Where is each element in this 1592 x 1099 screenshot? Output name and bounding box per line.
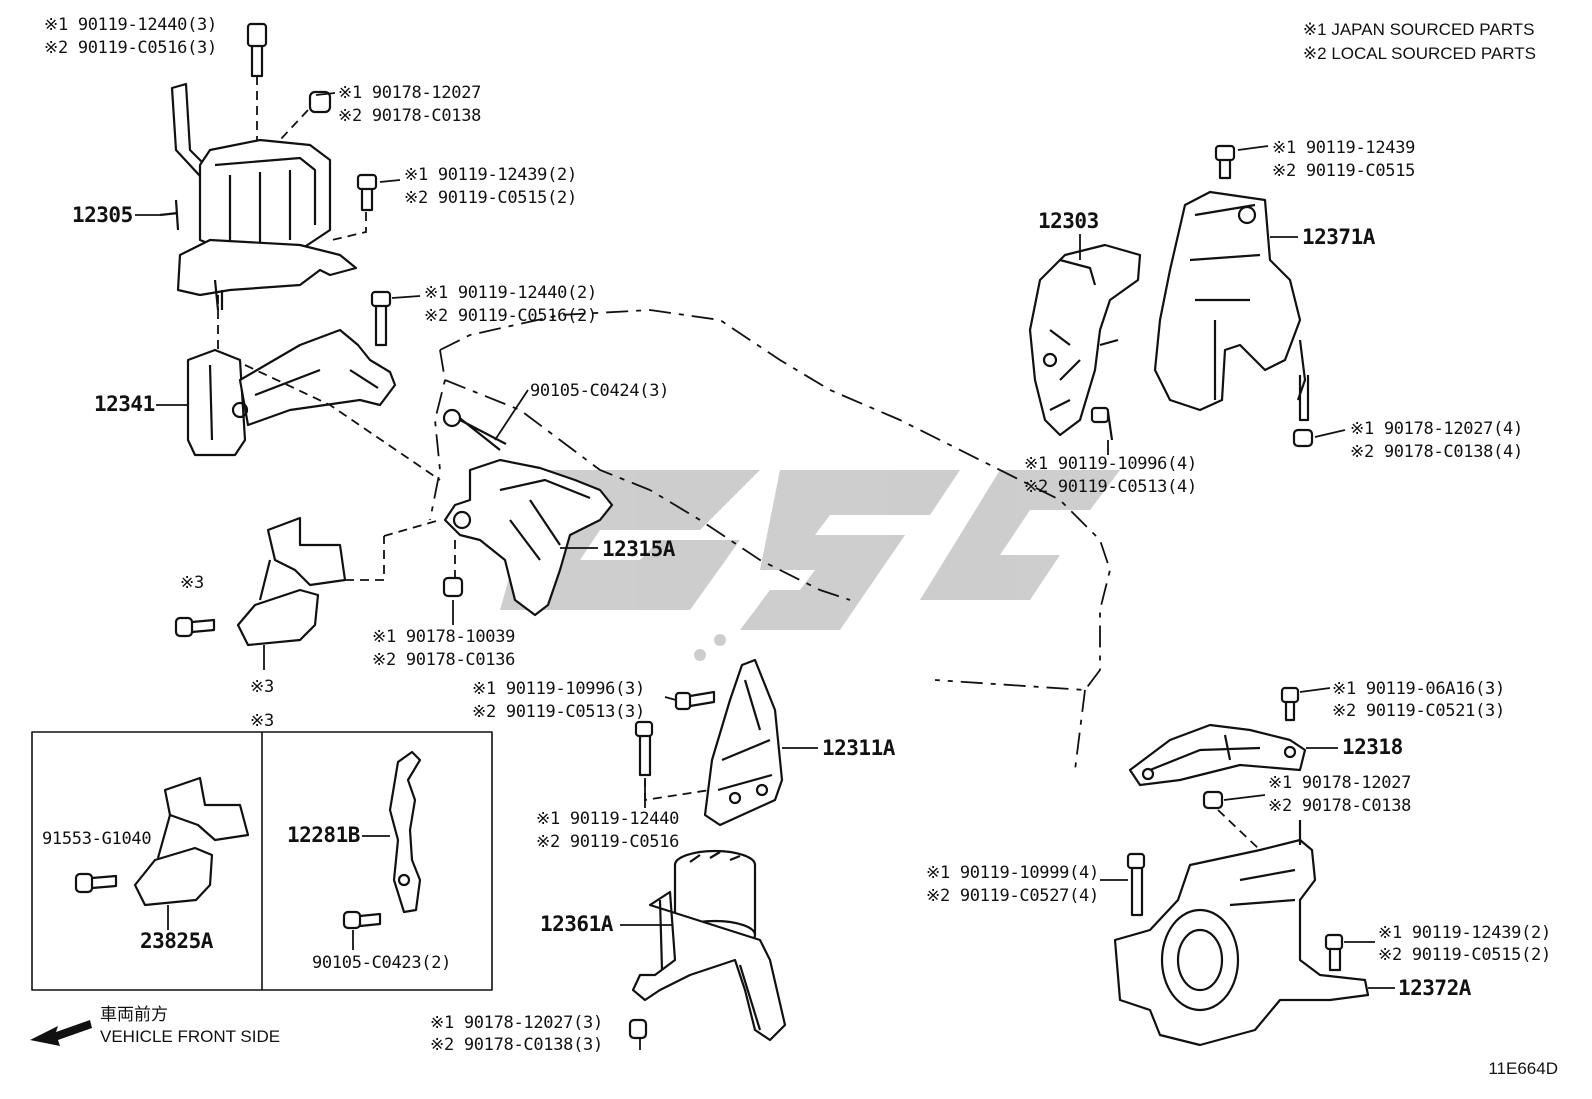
callout-bolt-11-local[interactable]: ※2 90119-C0516 <box>536 832 680 852</box>
part-label-12281B[interactable]: 12281B <box>287 823 360 847</box>
callout-bolt-4-jp[interactable]: ※1 90119-12440(2) <box>424 283 597 303</box>
callout-nut-9-jp[interactable]: ※1 90178-12027(4) <box>1350 419 1523 439</box>
part-12305-drawing <box>159 22 378 355</box>
callout-nut-9-local[interactable]: ※2 90178-C0138(4) <box>1350 442 1523 462</box>
part-12372A-drawing <box>1113 790 1370 1047</box>
diagram-code: 11E664D <box>1488 1059 1558 1078</box>
part-label-12318[interactable]: 12318 <box>1342 735 1403 759</box>
part-12315A-drawing <box>383 408 614 617</box>
engine-outline <box>429 309 1111 771</box>
part-label-12305[interactable]: 12305 <box>72 203 133 227</box>
callout-nut-14-jp[interactable]: ※1 90178-12027 <box>1268 773 1412 793</box>
callout-bolt-10-local[interactable]: ※2 90119-C0513(3) <box>472 702 645 722</box>
part-12371A-drawing <box>1153 144 1314 448</box>
callout-bolt-15-jp[interactable]: ※1 90119-10999(4) <box>926 863 1099 883</box>
part-label-12315A[interactable]: 12315A <box>602 537 675 561</box>
front-arrow <box>30 1020 92 1046</box>
part-12361A-drawing <box>628 849 787 1042</box>
part-12341-drawing <box>186 290 441 481</box>
callout-bolt-5[interactable]: 90105-C0424(3) <box>530 381 670 401</box>
callout-nut-12-jp[interactable]: ※1 90178-12027(3) <box>430 1013 603 1033</box>
part-label-12341[interactable]: 12341 <box>94 392 155 416</box>
part-12303-drawing <box>1028 243 1142 441</box>
callout-bolt-1-local[interactable]: ※2 90119-C0516(3) <box>44 38 217 58</box>
callout-bolt-3-jp[interactable]: ※1 90119-12439(2) <box>404 165 577 185</box>
callout-bolt-18[interactable]: 90105-C0423(2) <box>312 953 452 973</box>
part-12318-drawing <box>1128 686 1307 787</box>
part-label-23825A[interactable]: 23825A <box>140 929 213 953</box>
callout-bolt-10-jp[interactable]: ※1 90119-10996(3) <box>472 679 645 699</box>
front-label-en: VEHICLE FRONT SIDE <box>100 1027 281 1046</box>
callout-nut-2-jp[interactable]: ※1 90178-12027 <box>338 83 482 103</box>
callout-bolt-7-jp[interactable]: ※1 90119-12439 <box>1272 138 1416 158</box>
callout-bolt-7-local[interactable]: ※2 90119-C0515 <box>1272 161 1416 181</box>
mark-3-inset: ※3 <box>250 711 274 731</box>
callout-bolt-1-jp[interactable]: ※1 90119-12440(3) <box>44 15 217 35</box>
callout-bolt-11-jp[interactable]: ※1 90119-12440 <box>536 809 680 829</box>
callout-bolt-3-local[interactable]: ※2 90119-C0515(2) <box>404 188 577 208</box>
front-label-jp: 車両前方 <box>100 1005 168 1024</box>
callout-bolt-16-jp[interactable]: ※1 90119-12439(2) <box>1378 923 1551 943</box>
part-label-12361A[interactable]: 12361A <box>540 912 613 936</box>
part-label-12372A[interactable]: 12372A <box>1398 976 1471 1000</box>
note-japan: ※1 JAPAN SOURCED PARTS <box>1302 20 1535 39</box>
callout-bolt-8-jp[interactable]: ※1 90119-10996(4) <box>1024 454 1197 474</box>
part-12311A-drawing <box>634 658 784 827</box>
vehicle-front-label: 車両前方 VEHICLE FRONT SIDE <box>100 1004 280 1048</box>
leader-lines <box>135 92 1395 1050</box>
source-notes: ※1 JAPAN SOURCED PARTS ※2 LOCAL SOURCED … <box>1303 18 1536 66</box>
callout-bolt-8-local[interactable]: ※2 90119-C0513(4) <box>1024 477 1197 497</box>
mark-3-piece: ※3 <box>250 677 274 697</box>
part-label-12371A[interactable]: 12371A <box>1302 225 1375 249</box>
part-label-12311A[interactable]: 12311A <box>822 736 895 760</box>
note-local: ※2 LOCAL SOURCED PARTS <box>1302 44 1536 63</box>
callout-nut-12-local[interactable]: ※2 90178-C0138(3) <box>430 1035 603 1055</box>
callout-bolt-15-local[interactable]: ※2 90119-C0527(4) <box>926 886 1099 906</box>
callout-bolt-16-local[interactable]: ※2 90119-C0515(2) <box>1378 945 1551 965</box>
callout-bolt-13-local[interactable]: ※2 90119-C0521(3) <box>1332 701 1505 721</box>
callout-nut-6-local[interactable]: ※2 90178-C0136 <box>372 650 516 670</box>
callout-nut-2-local[interactable]: ※2 90178-C0138 <box>338 106 482 126</box>
callout-bolt-13-jp[interactable]: ※1 90119-06A16(3) <box>1332 679 1505 699</box>
inset-box <box>31 731 493 991</box>
callout-nut-6-jp[interactable]: ※1 90178-10039 <box>372 627 516 647</box>
mark-3-bolt: ※3 <box>180 573 204 593</box>
callout-clip-17[interactable]: 91553-G1040 <box>42 829 152 849</box>
callout-bolt-4-local[interactable]: ※2 90119-C0516(2) <box>424 306 597 326</box>
callout-nut-14-local[interactable]: ※2 90178-C0138 <box>1268 796 1412 816</box>
part-label-12303[interactable]: 12303 <box>1038 209 1099 233</box>
part-3-drawing <box>174 516 385 670</box>
